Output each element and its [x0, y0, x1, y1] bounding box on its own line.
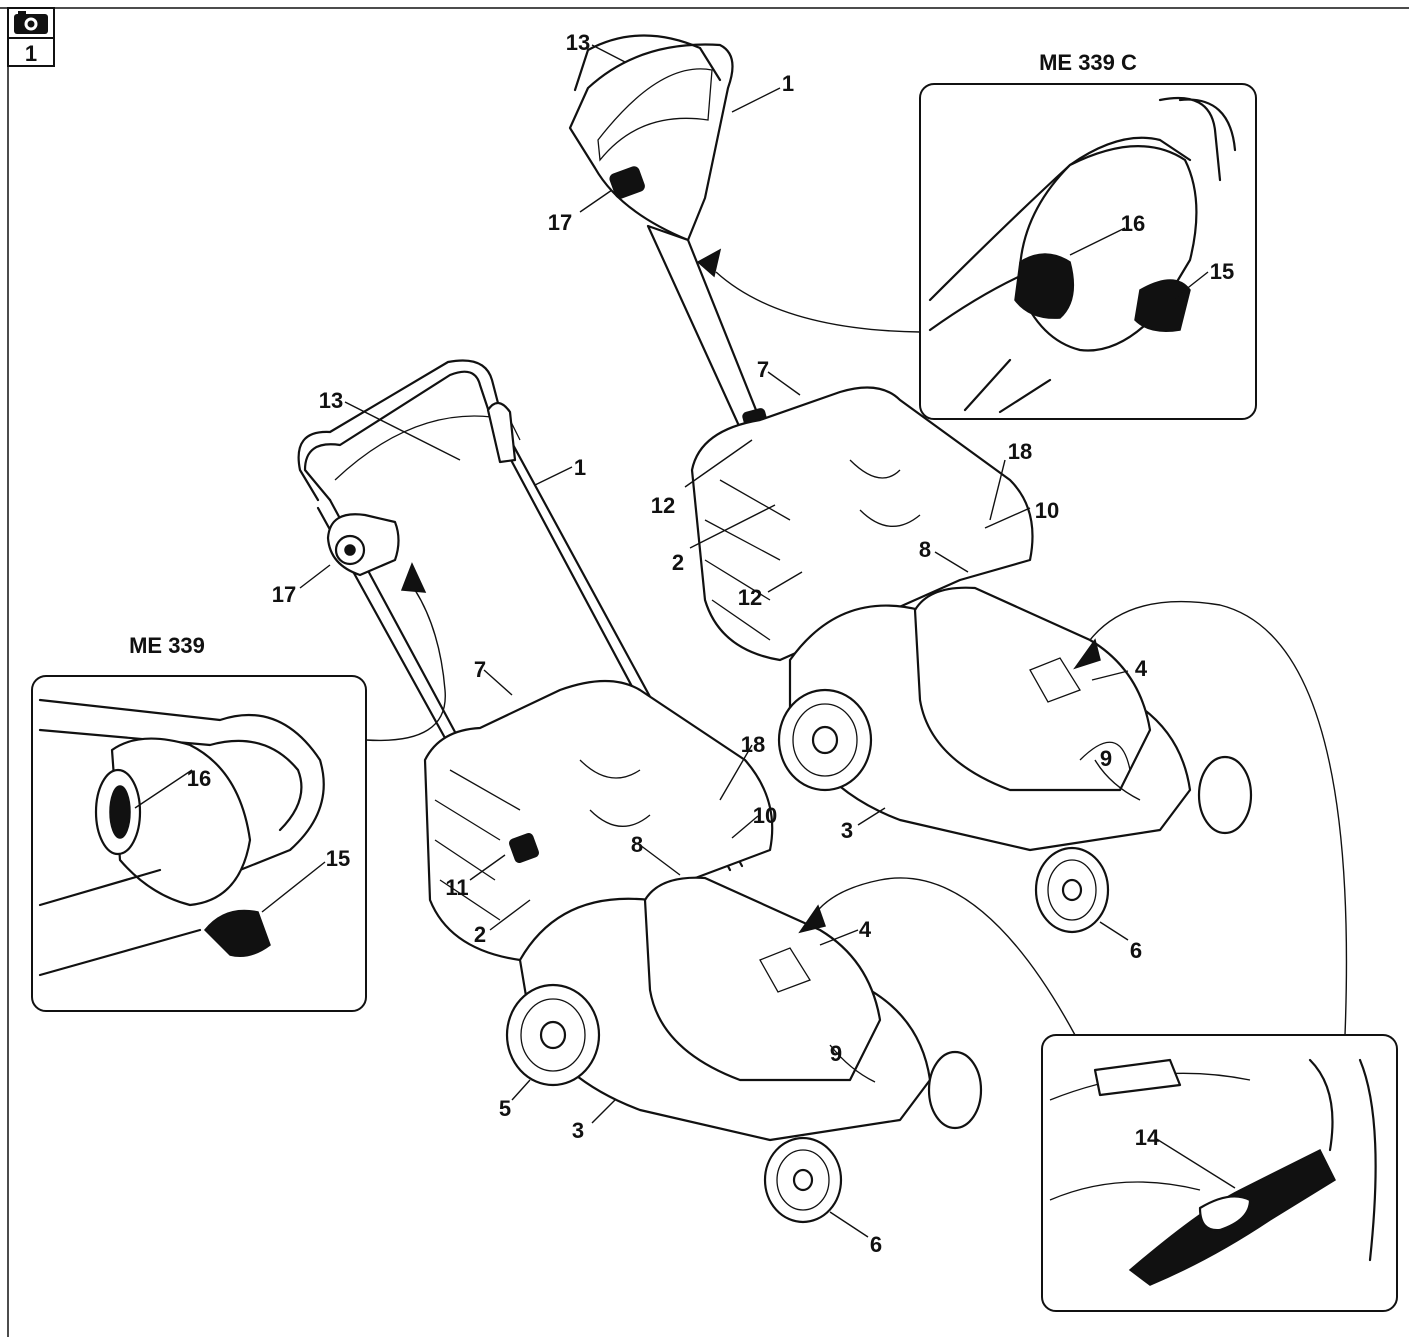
callout-front-8: 8: [631, 832, 643, 857]
callout-front-10: 10: [753, 803, 777, 828]
callout-back-13: 13: [566, 30, 590, 55]
callout-back-12a: 12: [651, 493, 675, 518]
callout-front-13: 13: [319, 388, 343, 413]
callout-front-9: 9: [830, 1041, 842, 1066]
inset-title-me339c: ME 339 C: [1039, 50, 1137, 75]
callout-inset-left-15: 15: [326, 846, 350, 871]
mower-front: [297, 359, 983, 1224]
inset-title-me339: ME 339: [129, 633, 205, 658]
figure-badge: 1: [7, 7, 55, 67]
callout-inset-right-15: 15: [1210, 259, 1234, 284]
callout-inset-bottom-14: 14: [1135, 1125, 1160, 1150]
callout-front-18: 18: [741, 732, 765, 757]
callout-front-4: 4: [859, 917, 872, 942]
callout-back-7: 7: [757, 357, 769, 382]
camera-icon: [14, 11, 48, 34]
callout-inset-left-16: 16: [187, 766, 211, 791]
inset-right-frame: [919, 83, 1257, 420]
mower-back: [568, 34, 1253, 934]
callout-back-18: 18: [1008, 439, 1032, 464]
callout-back-8: 8: [919, 537, 931, 562]
callout-back-4: 4: [1135, 656, 1148, 681]
callout-front-1: 1: [574, 455, 586, 480]
callout-front-2: 2: [474, 922, 486, 947]
inset-left-frame: [31, 675, 367, 1012]
callout-front-11: 11: [445, 875, 468, 900]
callout-back-12b: 12: [738, 585, 762, 610]
callout-front-7: 7: [474, 657, 486, 682]
callout-front-17: 17: [272, 582, 296, 607]
figure-number: 1: [25, 41, 37, 66]
callout-front-3: 3: [572, 1118, 584, 1143]
callout-back-6: 6: [1130, 938, 1142, 963]
callout-back-10: 10: [1035, 498, 1059, 523]
callout-back-3: 3: [841, 818, 853, 843]
callout-front-5: 5: [499, 1096, 511, 1121]
callout-back-1: 1: [782, 71, 794, 96]
callout-back-17: 17: [548, 210, 572, 235]
callout-front-6: 6: [870, 1232, 882, 1257]
callout-back-2: 2: [672, 550, 684, 575]
callout-back-9: 9: [1100, 746, 1112, 771]
inset-bottom-frame: [1041, 1034, 1398, 1312]
callout-inset-right-16: 16: [1121, 211, 1145, 236]
